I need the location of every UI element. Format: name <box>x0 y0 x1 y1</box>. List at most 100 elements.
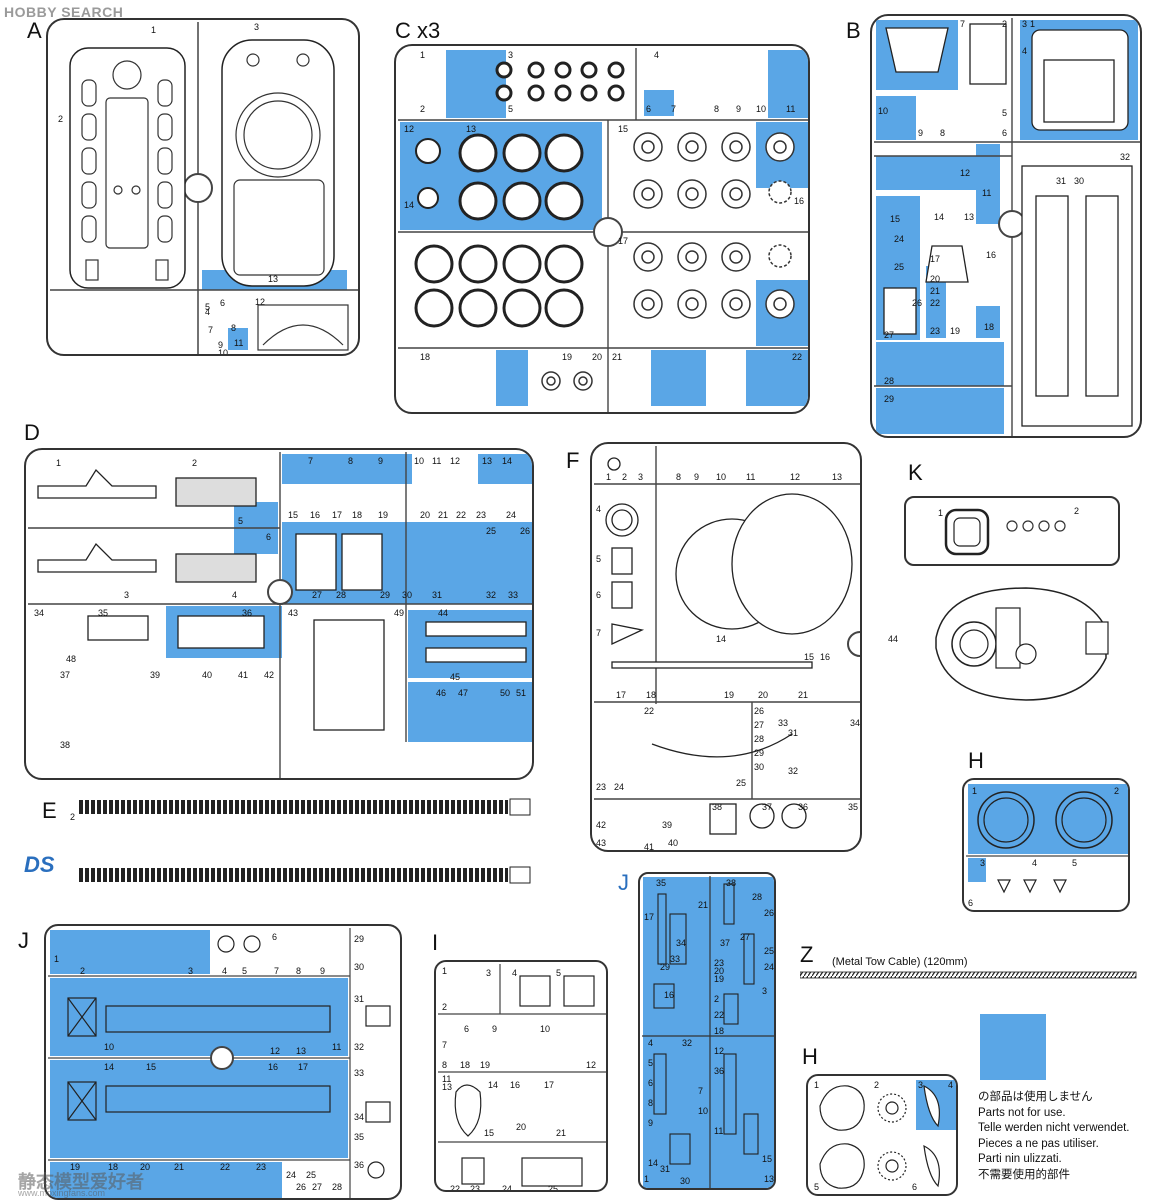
sprue-d-blue <box>282 454 412 484</box>
part-number: 6 <box>968 898 974 908</box>
sprue-i-frame: 1 2 3 4 5 6 7 8 9 10 11 12 13 14 15 16 1… <box>434 960 608 1192</box>
part-number: 12 <box>960 168 971 178</box>
part-number: 24 <box>502 1184 513 1192</box>
part-number: 18 <box>984 322 995 332</box>
part-number: 5 <box>238 516 244 526</box>
part-number: 6 <box>646 104 652 114</box>
part-number: 1 <box>644 1174 650 1184</box>
part-number: 2 <box>1114 786 1120 796</box>
part-number: 8 <box>714 104 720 114</box>
part-number: 1 <box>606 472 612 482</box>
part-number: 15 <box>804 652 815 662</box>
ds-logo: DS <box>24 852 64 882</box>
part-number: 41 <box>238 670 249 680</box>
part-number: 13 <box>482 456 493 466</box>
part-number: 21 <box>556 1128 567 1138</box>
part-number: 14 <box>716 634 727 644</box>
part-number: 18 <box>420 352 431 362</box>
sprue-c-label: C x3 <box>395 18 441 43</box>
sprue-j-blue <box>50 978 348 1056</box>
legend-line-fr: Pieces a ne pas utiliser. <box>978 1137 1099 1150</box>
part-number: 28 <box>752 892 763 902</box>
part-number: 6 <box>1002 128 1008 138</box>
part-number: 5 <box>205 302 211 312</box>
sprue-j-mid-drawing <box>642 876 774 1188</box>
part-number: 20 <box>516 1122 527 1132</box>
part-number: 11 <box>332 1042 342 1052</box>
part-number: 14 <box>934 212 945 222</box>
part-number: 17 <box>930 254 941 264</box>
part-number: 47 <box>458 688 469 698</box>
part-number: 28 <box>332 1182 343 1192</box>
part-number: 16 <box>510 1080 521 1090</box>
part-number: 18 <box>352 510 363 520</box>
part-number: 5 <box>1002 108 1008 118</box>
part-number: 23 <box>470 1184 481 1192</box>
part-number: 14 <box>648 1158 659 1168</box>
part-number: 45 <box>450 672 461 682</box>
part-number: 50 <box>500 688 511 698</box>
sprue-b-label: B <box>846 18 861 43</box>
part-number: 1 <box>814 1080 820 1090</box>
sprue-j-blue <box>50 930 210 974</box>
part-number: 29 <box>354 934 365 944</box>
sprue-d-frame: 1 2 3 4 5 6 7 8 9 10 11 12 13 14 15 16 1… <box>24 448 534 780</box>
part-number: 2 <box>80 966 86 976</box>
part-number: 11 <box>442 1074 452 1084</box>
part-number: 4 <box>512 968 518 978</box>
part-number: 4 <box>648 1038 654 1048</box>
part-number: 7 <box>208 325 214 335</box>
part-number: 26 <box>520 526 531 536</box>
sprue-f-drawing <box>594 446 860 835</box>
sprue-c-blue <box>644 90 674 116</box>
part-number: 7 <box>308 456 314 466</box>
part-number: 14 <box>104 1062 115 1072</box>
part-number: 33 <box>354 1068 365 1078</box>
part-number: 10 <box>104 1042 115 1052</box>
part-number: 9 <box>648 1118 654 1128</box>
part-number: 34 <box>34 608 45 618</box>
part-number: 13 <box>442 1082 453 1092</box>
part-number: 23 <box>596 782 607 792</box>
part-number: 31 <box>1056 176 1067 186</box>
part-number: 1 <box>151 25 157 35</box>
part-number: 8 <box>296 966 302 976</box>
part-number: 15 <box>890 214 901 224</box>
part-number: 20 <box>592 352 603 362</box>
part-number: 6 <box>912 1182 918 1192</box>
legend-line-de: Telle werden nicht verwendet. <box>978 1122 1130 1134</box>
sprue-j-left-drawing <box>48 928 391 1198</box>
part-number: 1 <box>420 50 426 60</box>
part-number: 24 <box>506 510 517 520</box>
part-number: 18 <box>108 1162 119 1172</box>
part-number: 30 <box>680 1176 691 1186</box>
part-number: 20 <box>420 510 431 520</box>
sprue-c-blue <box>768 50 808 118</box>
tow-cable-drawing <box>800 971 1137 979</box>
part-number: 39 <box>662 820 673 830</box>
part-number: 36 <box>714 1066 725 1076</box>
legend-swatch <box>980 1014 1046 1080</box>
part-number: 49 <box>394 608 405 618</box>
sprue-b-drawing <box>874 18 1140 436</box>
part-number: 20 <box>930 274 941 284</box>
part-number: 3 <box>1022 19 1028 29</box>
sprue-d-label: D <box>24 420 40 445</box>
part-number: 2 <box>420 104 426 114</box>
part-number: 4 <box>1032 858 1038 868</box>
part-number: 36 <box>354 1160 365 1170</box>
part-number: 26 <box>754 706 765 716</box>
sprue-b-blue <box>976 144 1000 224</box>
part-number: 26 <box>912 298 923 308</box>
sprue-h-top-drawing <box>966 791 1128 894</box>
part-number: 34 <box>850 718 861 728</box>
part-number: 21 <box>174 1162 185 1172</box>
sprue-d-drawing <box>28 452 532 778</box>
sprue-z-label: Z <box>800 942 814 967</box>
part-number: 23 <box>256 1162 267 1172</box>
part-number: 19 <box>70 1162 81 1172</box>
part-number: 16 <box>986 250 997 260</box>
part-number: 9 <box>694 472 700 482</box>
part-number: 37 <box>60 670 71 680</box>
part-number: 6 <box>464 1024 470 1034</box>
